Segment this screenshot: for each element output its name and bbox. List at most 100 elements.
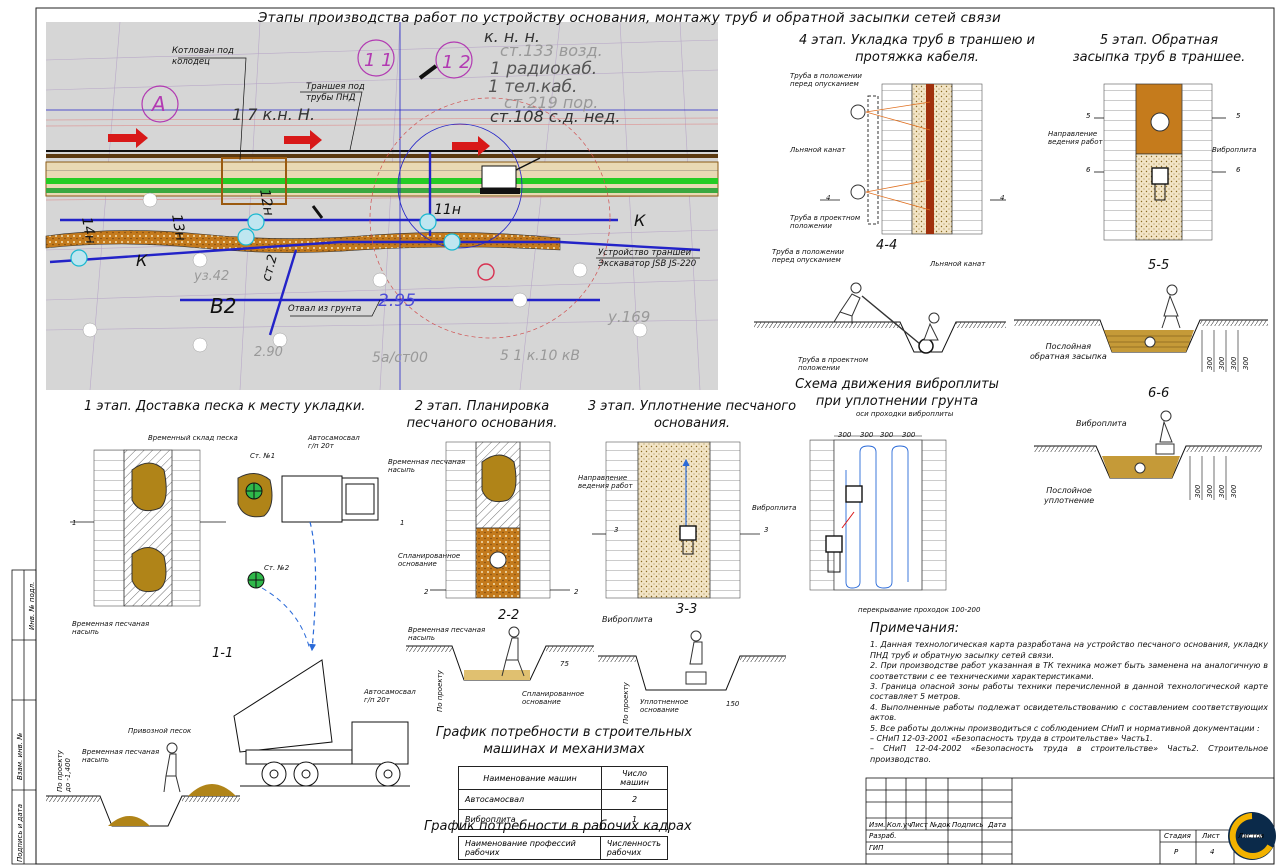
label-rope-1: Льняной канат — [790, 146, 846, 154]
machines-title: График потребности в строительных машина… — [435, 725, 693, 757]
stage2-plan — [430, 441, 570, 599]
label-direction-1: Направление ведения работ — [578, 474, 633, 490]
note-6: – СНиП 12-03-2001 «Безопасность труда в … — [870, 734, 1153, 744]
plan-text-10: 5 1 к.10 кВ — [500, 348, 580, 364]
plan-k2: К — [634, 211, 646, 230]
label-planned-1: Спланированное основание — [398, 552, 461, 568]
section-3-3 — [598, 630, 786, 691]
stage4-plan — [820, 83, 1006, 235]
plan-text-8: у.169 — [607, 308, 650, 326]
label-d300-b2: 300 — [1206, 484, 1214, 498]
section-6-6-label: 6-6 — [1148, 386, 1170, 401]
section-6-6 — [1034, 410, 1262, 500]
note-1: 1. Данная технологическая карта разработ… — [870, 640, 1268, 660]
machines-header-name: Наименование машин — [458, 766, 602, 790]
workers-title: График потребности в рабочих кадрах — [424, 819, 692, 834]
plan-text-9: уз.42 — [193, 269, 229, 284]
label-pipe-design-1: Труба в проектном положении — [790, 214, 861, 230]
label-d300-c1: 300 — [838, 431, 852, 439]
label-d75: 75 — [560, 660, 569, 668]
plan-text-4: 1 тел.каб. — [488, 77, 577, 97]
label-n4-right: 4 — [1000, 194, 1005, 202]
stage2-title: 2 этап. Планировка песчаного основания. — [406, 399, 558, 431]
label-n6-right: 6 — [1236, 166, 1241, 174]
label-by-design-2: По проекту — [436, 670, 444, 712]
label-excavator: Устройство траншеи Экскаватор JSB JS-220 — [598, 248, 697, 269]
label-n5-left: 5 — [1086, 112, 1091, 120]
machines-row2-count: 1 — [601, 809, 668, 830]
label-by-design-3: По проекту — [622, 682, 630, 724]
label-d300-a2: 300 — [1218, 356, 1226, 370]
section-5-5-label: 5-5 — [1148, 258, 1170, 273]
label-backfill: Послойная обратная засыпка — [1030, 342, 1107, 361]
machines-row1-name: Автосамосвал — [458, 789, 602, 810]
plan-text-5: ст.219 пор. — [504, 93, 598, 112]
section-2-2-label: 2-2 — [498, 608, 520, 623]
side-stamp-inv: Инв. № подл. — [28, 581, 36, 630]
label-truck-2: Автосамосвал г/п 20т — [364, 688, 416, 704]
workers-header-prof: Наименование профессий рабочих — [458, 836, 601, 860]
machines-table: Наименование машин Число машин Автосамос… — [458, 766, 668, 830]
note-5: 5. Все работы должны производиться с соб… — [870, 723, 1260, 733]
table-row: Наименование машин Число машин — [458, 766, 668, 790]
section-1-1-label: 1-1 — [212, 646, 234, 661]
stamp-stage-value: Р — [1174, 848, 1179, 856]
label-n3-left: 3 — [614, 526, 619, 534]
page-title: Этапы производства работ по устройству о… — [258, 10, 1001, 26]
machines-row1-count: 2 — [601, 789, 668, 810]
label-imported-sand: Привозной песок — [128, 727, 192, 735]
stamp-sheet-label: Лист — [1202, 832, 1220, 840]
label-vibro-4: Виброплита — [1076, 419, 1127, 428]
label-n3-right: 3 — [764, 526, 769, 534]
label-vibro-1: Виброплита — [752, 504, 797, 512]
plan-13n: 13н — [168, 213, 188, 242]
plan-text-12: 2.90 — [254, 345, 283, 360]
label-d300-a1: 300 — [1206, 356, 1214, 370]
stamp-role-dev: Разраб. — [869, 832, 897, 840]
label-direction-2: Направление ведения работ — [1048, 130, 1103, 146]
stage4-title: 4 этап. Укладка труб в траншею и протяжк… — [799, 33, 1035, 65]
table-row: Автосамосвал 2 — [458, 789, 668, 810]
note-3: 3. Граница опасной зоны работы техники п… — [870, 682, 1268, 702]
plan-k1: К — [136, 251, 148, 270]
side-stamp-sign: Подпись и дата — [16, 804, 24, 862]
stamp-sheet-value: 4 — [1210, 848, 1215, 856]
note-7: – СНиП 12-04-2002 «Безопасность труда в … — [870, 744, 1268, 764]
label-d300-b4: 300 — [1230, 484, 1238, 498]
note-4: 4. Выполненные работы подлежат освидетел… — [870, 702, 1268, 723]
plan-text-7: 1 7 к.н. Н. — [232, 105, 315, 124]
plan-text-6: ст.108 с.д. нед. — [490, 107, 620, 126]
label-vibro-2: Виброплита — [602, 615, 653, 624]
label-planned-2: Спланированное основание — [522, 690, 585, 706]
label-n6-left: 6 — [1086, 166, 1091, 174]
plan-axis-12: 1 2 — [442, 52, 471, 73]
plan-st2: ст.2 — [259, 253, 281, 283]
label-n1-left: 1 — [72, 519, 77, 527]
label-d300-c3: 300 — [880, 431, 894, 439]
plan-text-1: к. н. н. — [484, 27, 540, 46]
label-n5-right: 5 — [1236, 112, 1241, 120]
stamp-col-koluch: Кол.уч — [887, 821, 912, 829]
notes-heading: Примечания: — [870, 621, 960, 636]
label-pipe-before-2: Труба в положении перед опусканием — [772, 248, 844, 264]
section-4-4-label: 4-4 — [876, 238, 898, 253]
plan-b2: В2 — [210, 294, 236, 318]
note-2: 2. При производстве работ указанная в ТК… — [870, 661, 1268, 681]
label-trench: Траншея под трубы ПНД — [306, 82, 365, 103]
label-axes-passes: оси проходки виброплиты — [856, 410, 954, 418]
label-st1: Ст. №1 — [250, 452, 276, 460]
section-3-3-label: 3-3 — [676, 602, 698, 617]
label-rope-2: Льняной канат — [930, 260, 986, 268]
plan-11n: 11н — [434, 202, 461, 218]
machines-header-count: Число машин — [601, 766, 668, 790]
stage1-plan — [70, 449, 379, 652]
label-st2: Ст. №2 — [264, 564, 290, 572]
notes-block: Примечания: 1. Данная технологическая ка… — [870, 621, 1268, 765]
stamp-sheets-label: Листов — [1238, 832, 1265, 840]
label-n2-right: 2 — [574, 588, 579, 596]
stamp-col-date: Дата — [988, 821, 1007, 829]
stage5-title: 5 этап. Обратная засыпка труб в траншее. — [1072, 33, 1246, 65]
stage3-plan — [592, 441, 760, 599]
label-d300-b1: 300 — [1194, 484, 1202, 498]
stamp-col-ndok: №док — [930, 821, 951, 829]
